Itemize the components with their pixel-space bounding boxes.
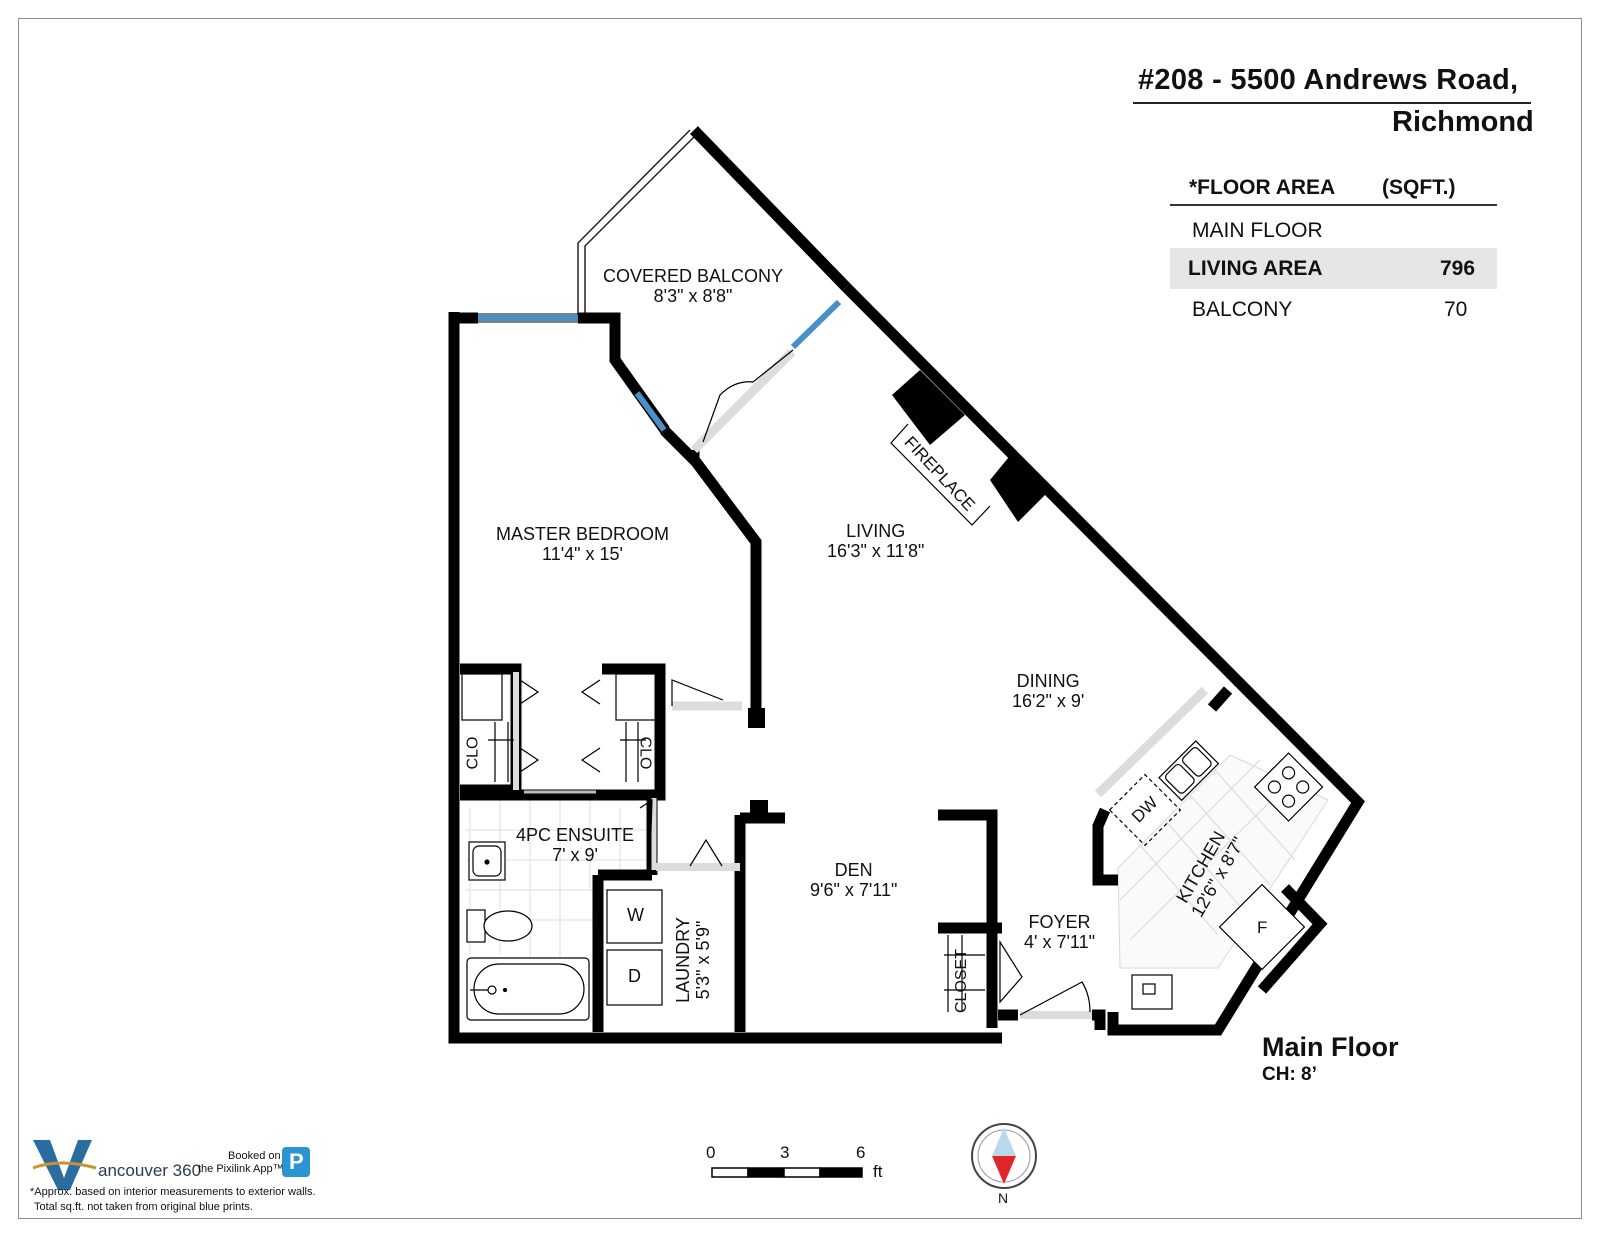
closet-rods <box>461 673 985 1012</box>
floor-area-header: *FLOOR AREA <box>1189 176 1336 199</box>
dining-name: DINING <box>1016 671 1080 691</box>
balcony-area-label: BALCONY <box>1192 298 1293 321</box>
living-area-value: 796 <box>1440 257 1476 280</box>
room-master-bedroom: MASTER BEDROOM 11'4" x 15' <box>496 524 669 564</box>
floor-area-unit: (SQFT.) <box>1382 176 1456 199</box>
living-dims: 16'3" x 11'8" <box>827 541 925 561</box>
room-living: LIVING 16'3" x 11'8" <box>827 521 924 561</box>
fireplace-mass <box>748 370 1048 818</box>
pixilink-app-letter: P <box>289 1149 304 1174</box>
laundry-name: LAUNDRY <box>672 917 693 1003</box>
page-frame <box>18 18 1582 1219</box>
kitchen-fixtures <box>1108 740 1324 1010</box>
master-bedroom-name: MASTER BEDROOM <box>496 524 670 544</box>
footnote-line-2: Total sq.ft. not taken from original blu… <box>34 1201 253 1213</box>
closet-right-label: CLO <box>636 736 654 770</box>
scale-tick-0: 0 <box>706 1143 716 1162</box>
foyer-name: FOYER <box>1028 912 1091 932</box>
den-dims: 9'6" x 7'11" <box>810 880 898 900</box>
address-line-2: Richmond <box>1392 106 1534 138</box>
living-name: LIVING <box>846 521 906 541</box>
den-name: DEN <box>834 860 873 880</box>
floor-area-section: MAIN FLOOR <box>1192 219 1323 242</box>
compass-rose <box>971 1123 1037 1189</box>
dining-dims: 16'2" x 9' <box>1012 691 1085 711</box>
room-den: DEN 9'6" x 7'11" <box>810 860 897 900</box>
room-covered-balcony: COVERED BALCONY 8'3" x 8'8" <box>603 266 783 306</box>
ceiling-height: CH: 8’ <box>1262 1064 1317 1085</box>
compass-north-label: N <box>998 1190 1009 1206</box>
room-laundry: LAUNDRY 5'3" x 5'9" <box>673 917 713 1003</box>
door-swings <box>513 348 1209 1019</box>
title-underline <box>1133 102 1531 104</box>
room-foyer: FOYER 4' x 7'11" <box>1024 912 1095 952</box>
fireplace-hearth <box>890 423 991 526</box>
balcony-railing <box>577 129 695 318</box>
scale-unit: ft <box>873 1162 883 1181</box>
vancouver-360-logo-text: ancouver 360 <box>98 1161 202 1180</box>
room-dining: DINING 16'2" x 9' <box>1012 671 1084 711</box>
scale-bar <box>711 1167 863 1178</box>
booked-on-line-2: the Pixilink App™ <box>198 1163 284 1175</box>
washer-label: W <box>627 905 644 925</box>
laundry-dims: 5'3" x 5'9" <box>692 920 713 1000</box>
foyer-dims: 4' x 7'11" <box>1024 932 1095 952</box>
living-area-highlight <box>1170 248 1497 289</box>
master-bedroom-dims: 11'4" x 15' <box>542 544 623 564</box>
room-ensuite: 4PC ENSUITE 7' x 9' <box>516 825 634 865</box>
windows <box>478 299 842 432</box>
laundry-machines <box>606 889 663 1006</box>
closet-left-label: CLO <box>464 736 482 770</box>
covered-balcony-name: COVERED BALCONY <box>603 266 784 286</box>
closet-label: CLOSET <box>953 948 971 1014</box>
living-area-label: LIVING AREA <box>1188 257 1323 280</box>
footnote-line-1: *Approx. based on interior measurements … <box>30 1186 316 1198</box>
bathroom-fixtures <box>466 841 590 1021</box>
scale-tick-3: 3 <box>780 1143 790 1162</box>
vancouver-360-logo-mark <box>32 1140 97 1190</box>
address-line-1: #208 - 5500 Andrews Road, <box>1138 64 1519 96</box>
scale-tick-6: 6 <box>856 1143 866 1162</box>
booked-on-line-1: Booked on <box>228 1150 281 1162</box>
ensuite-dims: 7' x 9' <box>552 845 598 865</box>
floor-name: Main Floor <box>1262 1032 1399 1062</box>
floor-area-rule <box>1170 204 1497 206</box>
fridge-label: F <box>1257 918 1268 937</box>
ensuite-name: 4PC ENSUITE <box>516 825 635 845</box>
pixilink-app-icon <box>282 1147 310 1177</box>
balcony-area-value: 70 <box>1444 298 1468 321</box>
dryer-label: D <box>628 966 641 986</box>
covered-balcony-dims: 8'3" x 8'8" <box>653 286 733 306</box>
